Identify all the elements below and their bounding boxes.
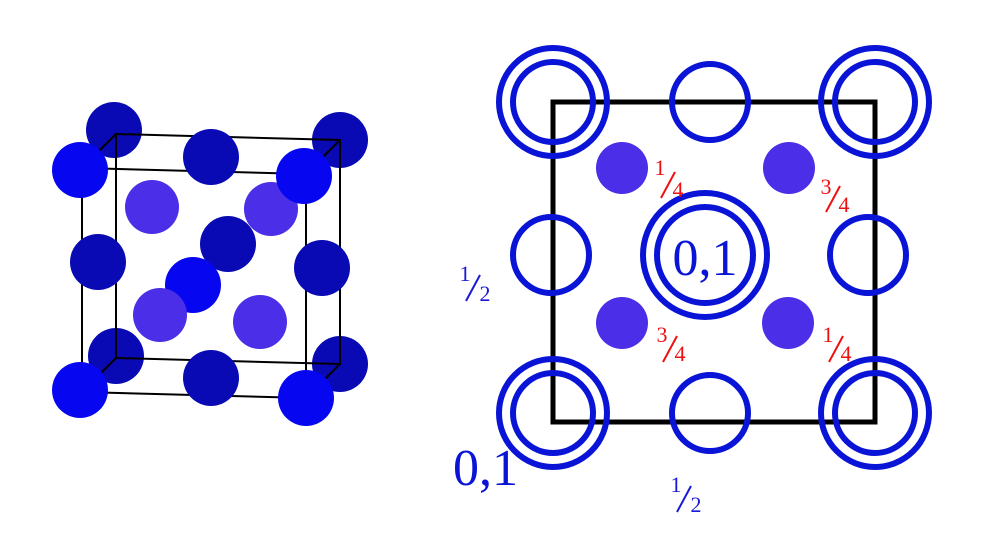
atom-front-top-left: [52, 142, 108, 198]
corner-height-label: 0,1: [453, 440, 518, 497]
svg-text:3: 3: [821, 174, 832, 199]
corner-ring-bottom-left: [496, 356, 610, 470]
atom-back-face-center: [200, 216, 256, 272]
atom-interior-upper-left: [125, 180, 179, 234]
fraction-upper-right: 3 4: [821, 174, 850, 217]
ring-top-mid: [669, 61, 751, 143]
atom-interior-lower-right: [233, 295, 287, 349]
interior-atom-upper-left: [596, 142, 648, 194]
svg-text:4: 4: [841, 341, 852, 366]
svg-text:3: 3: [657, 322, 668, 347]
ring-right-mid: [827, 214, 909, 296]
ring-bottom-mid: [669, 372, 751, 454]
atom-back-top-left: [86, 102, 142, 158]
unit-cell-3d: [52, 102, 368, 426]
svg-text:2: 2: [691, 492, 702, 517]
fraction-left-edge: 1 2: [460, 261, 491, 306]
ring-left-mid: [510, 214, 592, 296]
atom-bottom-face-center: [183, 350, 239, 406]
fraction-bottom-edge: 1 2: [671, 472, 702, 517]
atom-front-bottom-right: [278, 370, 334, 426]
fraction-lower-right: 1 4: [823, 322, 852, 366]
atom-interior-lower-left: [133, 288, 187, 342]
atom-left-face-center: [70, 234, 126, 290]
fraction-upper-left: 1 4: [655, 155, 684, 202]
svg-text:1: 1: [671, 472, 682, 497]
corner-ring-bottom-right: [818, 356, 932, 470]
corner-ring-top-right: [818, 45, 932, 159]
interior-atom-upper-right: [763, 142, 815, 194]
unit-cell-outline: [550, 99, 878, 425]
center-height-label: 0,1: [673, 230, 738, 287]
atom-front-top-right: [276, 148, 332, 204]
svg-text:4: 4: [839, 192, 850, 217]
interior-atom-lower-right: [762, 297, 814, 349]
svg-text:2: 2: [480, 281, 491, 306]
fraction-lower-left: 3 4: [657, 322, 686, 366]
svg-text:1: 1: [460, 261, 471, 286]
corner-ring-top-left: [496, 45, 610, 159]
svg-text:1: 1: [655, 155, 666, 180]
svg-text:1: 1: [823, 322, 834, 347]
atom-front-bottom-left: [52, 362, 108, 418]
center-ring: [640, 190, 770, 320]
svg-text:4: 4: [675, 341, 686, 366]
svg-text:4: 4: [673, 177, 684, 202]
atom-right-face-center: [294, 240, 350, 296]
plan-view: 0,1 0,1 1 4 3 4 3 4 1 4 1 2: [453, 45, 932, 517]
interior-atom-lower-left: [596, 297, 648, 349]
atom-top-face-center: [183, 129, 239, 185]
